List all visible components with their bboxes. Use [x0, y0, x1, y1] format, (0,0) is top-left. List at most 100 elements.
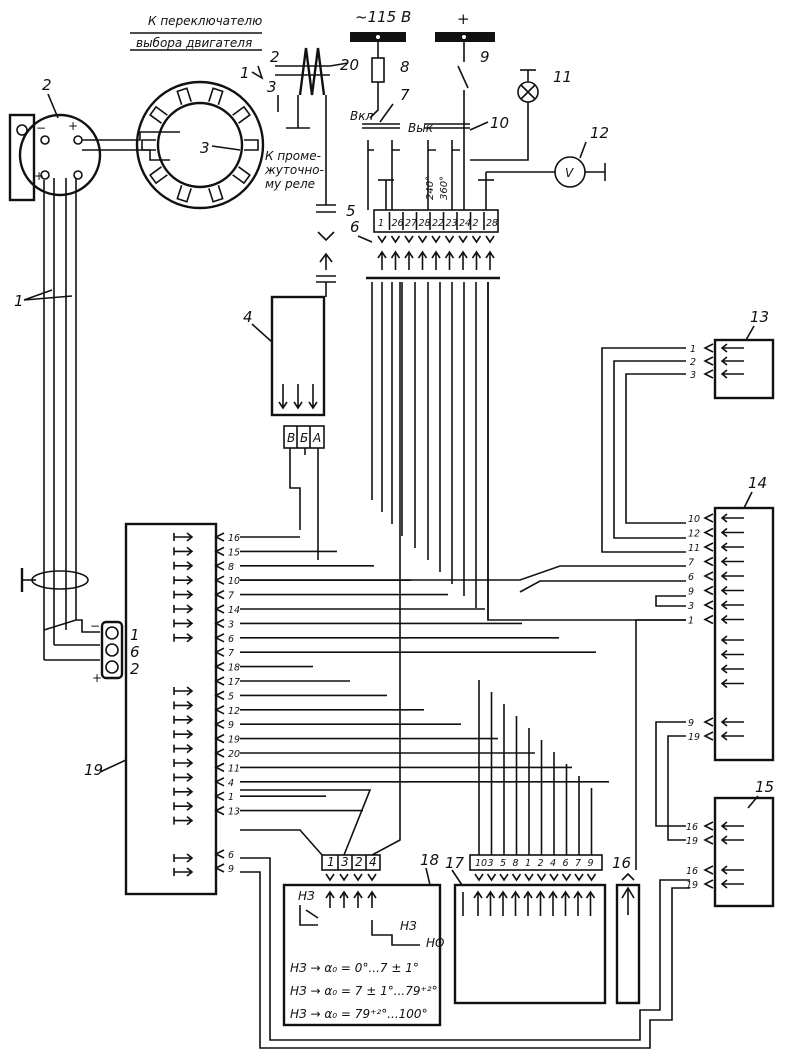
- block-13: [713, 338, 775, 400]
- block-19-socket: [214, 805, 225, 816]
- block-14-arrow: [720, 542, 744, 552]
- block-19-pin-13: 13: [228, 807, 240, 818]
- connector-6-plug-arrow: [390, 250, 401, 270]
- block-17-socket: [511, 873, 522, 882]
- block-19-socket: [214, 661, 225, 672]
- block-14-arrow-low: [720, 717, 744, 727]
- sw20-pin3: 3: [267, 78, 277, 96]
- voltmeter-label: V: [565, 166, 574, 180]
- block-18-socket: [339, 873, 349, 882]
- block-17-arrow: [510, 890, 521, 916]
- loop-13-14-c: [625, 373, 686, 524]
- block-15-arrow: [720, 835, 744, 845]
- callout-14: 14: [748, 474, 767, 492]
- synchro-term-4: [73, 170, 83, 180]
- ac-voltage-label: ~115 В: [355, 8, 411, 26]
- callout-17-leader: [451, 869, 463, 886]
- block-14-pin-low-9: 9: [688, 718, 694, 729]
- switch-label-line1: К переключателю: [148, 14, 262, 28]
- bundle1-to-term-1: [43, 619, 100, 633]
- block-19-arrow: [173, 853, 194, 863]
- block-14-pin-10: 10: [688, 514, 700, 525]
- terminal-label-2: 2: [130, 660, 140, 678]
- sw20-pin2: 2: [270, 48, 280, 66]
- deg240-label: 240°: [425, 176, 436, 200]
- synchro-mount: [8, 113, 36, 202]
- block-19-socket: [214, 532, 225, 542]
- synchro-plus2: +: [34, 169, 44, 183]
- block-19-socket: [214, 633, 225, 643]
- block-19-socket: [214, 791, 225, 801]
- toroid-leader: [211, 145, 241, 151]
- block-19-arrow: [173, 715, 194, 725]
- dc-bus-dot: [462, 35, 466, 39]
- block-17-arrow: [535, 890, 546, 916]
- toroid-tooth: [176, 87, 192, 105]
- relay-label-line2: жуточно-: [264, 163, 324, 177]
- block-4-arrow: [293, 384, 303, 410]
- block-14-pin-12: 12: [688, 529, 700, 540]
- block-19-socket: [214, 647, 225, 657]
- callout-6: 6: [350, 218, 360, 236]
- block-17-pin-4: 4: [550, 858, 556, 869]
- synchro-term-3: [40, 170, 50, 180]
- block-18-pin-1: 1: [327, 855, 335, 869]
- block-19-arrow: [173, 618, 194, 629]
- block-17-socket: [486, 873, 497, 882]
- connector-6-pin-24: 24: [459, 218, 471, 229]
- block-14-socket: [703, 600, 714, 610]
- rotary-transformer-3: [135, 80, 265, 210]
- block-14-socket: [703, 527, 714, 538]
- callout-1-leader: [23, 289, 73, 301]
- callout-16: 16: [612, 854, 631, 872]
- lamp-wire: [470, 102, 529, 161]
- shield-ellipse: [31, 570, 89, 590]
- connector-6-pin-26: 26: [392, 218, 404, 229]
- block16-arrow: [621, 886, 635, 915]
- terminal-minus: −: [90, 619, 100, 633]
- block-4-pin-1: Б: [300, 431, 308, 445]
- block-14-arrow: [720, 614, 744, 625]
- block-17-arrow: [573, 890, 583, 916]
- callout-7-leader: [379, 103, 394, 123]
- block-13-arrow: [720, 343, 744, 353]
- connector-6-socket: [471, 235, 482, 244]
- synchro-housing: [18, 113, 102, 197]
- formula-2: НЗ → α₀ = 7 ± 1°...79⁺²°: [290, 984, 438, 998]
- block-19-arrows: [173, 532, 194, 877]
- nz-contact-1: НЗ: [298, 889, 315, 903]
- block-15-pin-19: 19: [686, 836, 698, 847]
- toroid-tooth: [232, 105, 251, 124]
- toroid-inner: [156, 101, 244, 189]
- block-19-arrow: [173, 561, 194, 571]
- block-14-socket: [703, 571, 714, 581]
- block-17-arrow: [473, 890, 483, 916]
- block-19-socket: [214, 762, 225, 773]
- connector-5-top: [316, 204, 336, 213]
- callout-3: 3: [200, 139, 210, 157]
- sw20-arrow: [251, 65, 264, 80]
- block-15-socket: [703, 821, 714, 831]
- toroid-tooth: [208, 87, 224, 105]
- block-19-pin-12: 12: [228, 706, 240, 717]
- block-17-pin-7: 7: [575, 858, 581, 869]
- block-4-plug: [283, 425, 325, 449]
- block-14-socket: [703, 542, 714, 552]
- callout-15: 15: [755, 778, 774, 796]
- callout-4-leader: [251, 323, 273, 343]
- callout-14-leader: [743, 491, 753, 509]
- block-19-pins-low: 69: [214, 849, 234, 875]
- loop-lower-1: [240, 857, 690, 1041]
- block-13-pin-2: 2: [690, 357, 696, 368]
- loop-14-16: [635, 619, 686, 870]
- block-19-arrow: [173, 729, 194, 739]
- block-19-arrow: [173, 758, 194, 768]
- connector-6-plug-arrow: [404, 250, 414, 270]
- block-19-pin-17: 17: [228, 677, 240, 688]
- block-19-pin-8: 8: [228, 562, 234, 573]
- wire-6-to-14: [487, 282, 686, 621]
- block-19-pin-7: 7: [228, 591, 234, 602]
- relay-label-line3: му реле: [265, 177, 315, 191]
